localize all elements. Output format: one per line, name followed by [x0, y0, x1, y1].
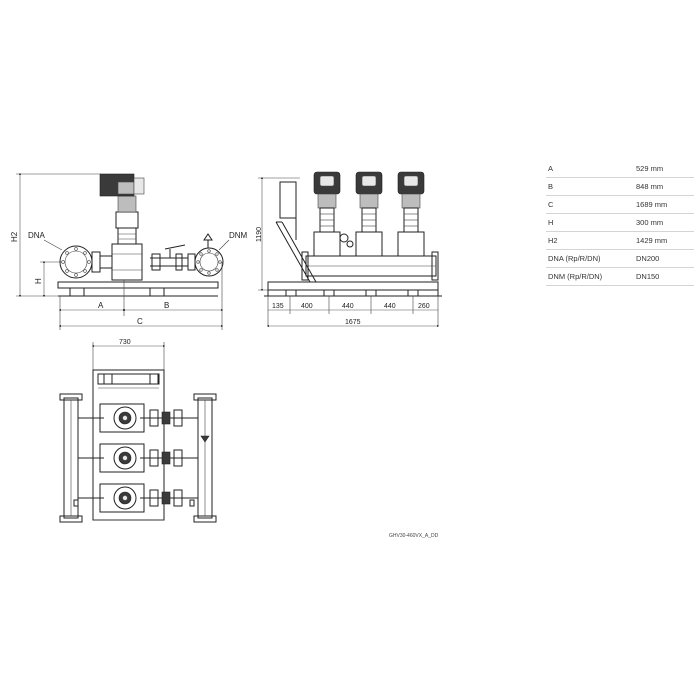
h2-label: H2 — [10, 231, 19, 242]
segment-260: 260 — [418, 303, 430, 310]
spec-value: 529 mm — [636, 160, 694, 178]
spec-row-dna: DNA (Rp/R/DN) DN200 — [546, 249, 694, 268]
spec-value: 1689 mm — [636, 195, 694, 214]
width-730: 730 — [119, 339, 131, 346]
a-label: A — [98, 301, 104, 310]
spec-row-b: B 848 mm — [546, 177, 694, 196]
spec-key: H — [546, 213, 636, 232]
dna-label: DNA — [28, 231, 46, 240]
spec-value: 300 mm — [636, 213, 694, 232]
spec-key: B — [546, 177, 636, 196]
spec-key: DNA (Rp/R/DN) — [546, 249, 636, 268]
h-label: H — [34, 278, 43, 284]
side-view: 1190 — [256, 171, 442, 328]
spec-row-c: C 1689 mm — [546, 195, 694, 214]
front-view: H2 H DNA DNM — [10, 172, 248, 330]
top-view: 730 — [59, 339, 217, 523]
spec-row-h: H 300 mm — [546, 213, 694, 232]
top-pump-3 — [78, 483, 198, 513]
dnm-label: DNM — [229, 231, 248, 240]
height-1190: 1190 — [256, 227, 263, 242]
spec-key: DNM (Rp/R/DN) — [546, 267, 636, 286]
b-label: B — [164, 301, 169, 310]
segment-440-a: 440 — [342, 303, 354, 310]
segment-400: 400 — [301, 303, 313, 310]
spec-value: 848 mm — [636, 177, 694, 196]
side-pump-3 — [397, 171, 425, 257]
c-label: C — [137, 317, 143, 326]
spec-table: A 529 mm B 848 mm C 1689 mm H 300 mm H2 … — [546, 160, 694, 286]
segment-135: 135 — [272, 303, 284, 310]
top-pump-2 — [78, 443, 198, 473]
spec-row-a: A 529 mm — [546, 160, 694, 178]
drawing-reference: GHV30-460VX_A_DD — [389, 533, 439, 539]
spec-key: C — [546, 195, 636, 214]
spec-row-dnm: DNM (Rp/R/DN) DN150 — [546, 267, 694, 286]
spec-value: DN150 — [636, 267, 694, 286]
spec-row-h2: H2 1429 mm — [546, 231, 694, 250]
top-pump-1 — [78, 403, 198, 433]
spec-value: 1429 mm — [636, 231, 694, 250]
side-pump-1 — [313, 171, 341, 257]
spec-key: A — [546, 160, 636, 178]
spec-key: H2 — [546, 231, 636, 250]
side-pump-2 — [355, 171, 383, 257]
segment-440-b: 440 — [384, 303, 396, 310]
spec-value: DN200 — [636, 249, 694, 268]
total-1675: 1675 — [345, 319, 361, 326]
